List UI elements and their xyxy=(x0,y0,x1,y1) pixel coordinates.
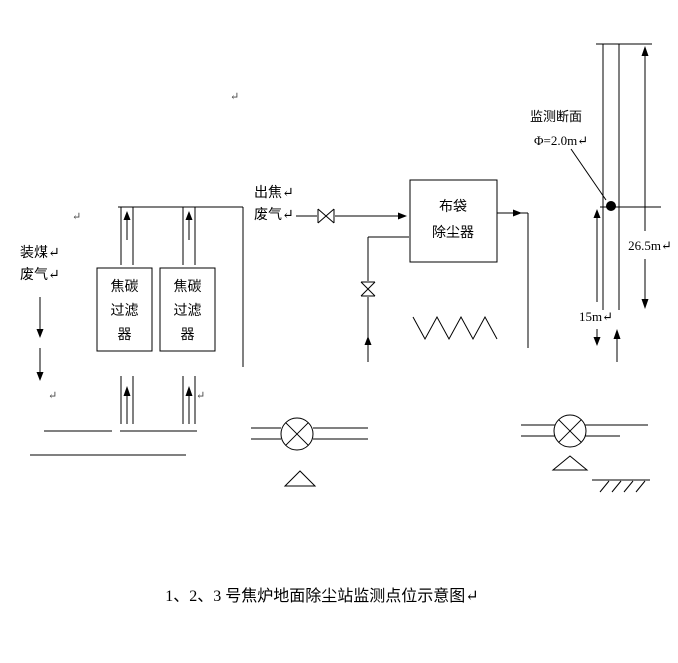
filter2-label-line1: 焦碳 xyxy=(174,279,202,295)
paragraph-mark: ↵ xyxy=(72,211,81,223)
valve-vertical xyxy=(360,281,376,297)
baghouse-dust-collector: 布袋 除尘器 xyxy=(409,179,529,348)
ground-hatch-2 xyxy=(611,480,622,493)
dim-15m-label: 15m↵ xyxy=(579,309,613,324)
ground-symbol xyxy=(592,479,650,493)
monitoring-section-label-line1: 监测断面 xyxy=(530,109,582,124)
ground-hatch-4 xyxy=(635,480,646,493)
coal-gas-arrowhead-2 xyxy=(36,372,44,381)
fan1-circle xyxy=(280,417,314,451)
fan1-cross-2 xyxy=(285,422,309,446)
valve-v-cross-2 xyxy=(360,281,376,297)
monitoring-pointer-line xyxy=(570,148,607,201)
dim-26-5m-label: 26.5m↵ xyxy=(628,238,672,253)
dim26-up-arrowhead xyxy=(641,46,649,56)
diagram-caption: 1、2、3 号焦炉地面除尘站监测点位示意图↵ xyxy=(165,586,478,605)
filter2-label-line3: 器 xyxy=(181,328,195,343)
fan2-support-triangle xyxy=(551,455,589,471)
valve-h-cross-2 xyxy=(317,208,335,224)
paragraph-mark: ↵ xyxy=(48,390,57,402)
dim26-down-arrowhead xyxy=(641,299,649,309)
dimension-26-5m: 26.5m↵ xyxy=(628,46,672,309)
chimney-inlet-arrowhead xyxy=(613,329,621,339)
filter1-label-line1: 焦碳 xyxy=(111,279,139,295)
ground-hatch-1 xyxy=(599,480,610,493)
branch-up-arrowhead xyxy=(364,336,372,345)
filter-header-duct xyxy=(118,206,244,367)
fan-2 xyxy=(521,414,648,471)
paragraph-mark: ↵ xyxy=(230,91,239,103)
baghouse-outlet-arrowhead xyxy=(513,209,522,217)
coke-gas-arrowhead xyxy=(398,212,407,220)
fan-1 xyxy=(251,417,368,487)
coal-gas-label-line1: 装煤↵ xyxy=(20,245,60,261)
zigzag-symbol xyxy=(412,315,498,341)
dim15-up-arrowhead xyxy=(593,209,601,218)
monitoring-section-label-line2: Φ=2.0m↵ xyxy=(534,133,588,148)
coal-gas-arrowhead-1 xyxy=(36,329,44,338)
coke-filter-box-1: 焦碳 过滤 器 xyxy=(96,267,153,352)
filter1-label-line2: 过滤 xyxy=(111,303,139,319)
filter2-up-arrowhead xyxy=(185,211,193,220)
fan1-support-triangle xyxy=(283,470,317,487)
dimension-15m: 15m↵ xyxy=(579,209,613,346)
fan2-circle xyxy=(553,414,587,448)
baghouse-box xyxy=(409,179,498,263)
chimney-stack xyxy=(596,43,652,362)
baghouse-label-line2: 除尘器 xyxy=(432,225,474,241)
filter1-label-line3: 器 xyxy=(118,328,132,343)
ground-hatch-3 xyxy=(623,480,634,493)
filter1-box xyxy=(96,267,153,352)
filter1-up-arrowhead xyxy=(123,211,131,220)
filter-inlet-ducts xyxy=(30,376,197,456)
filter2-box xyxy=(159,267,216,352)
dim15-down-arrowhead xyxy=(593,337,601,346)
valve-horizontal xyxy=(317,208,335,224)
monitoring-section: 监测断面 Φ=2.0m↵ xyxy=(530,109,661,211)
coke-gas-label-line1: 出焦↵ xyxy=(254,185,294,201)
fan2-cross-2 xyxy=(558,419,582,443)
coke-pushing-gas: 出焦↵ 废气↵ xyxy=(254,185,409,362)
filter2-label-line2: 过滤 xyxy=(174,303,202,319)
filter2-inlet-arrowhead xyxy=(185,386,193,396)
monitoring-point-dot xyxy=(606,201,616,211)
paragraph-mark: ↵ xyxy=(196,390,205,402)
coal-gas-label-line2: 废气↵ xyxy=(20,267,60,283)
filter1-inlet-arrowhead xyxy=(123,386,131,396)
coke-filter-box-2: 焦碳 过滤 器 xyxy=(159,267,216,352)
baghouse-label-line1: 布袋 xyxy=(439,199,467,215)
coal-charging-gas: 装煤↵ 废气↵ xyxy=(20,245,60,381)
coke-gas-label-line2: 废气↵ xyxy=(254,207,294,223)
